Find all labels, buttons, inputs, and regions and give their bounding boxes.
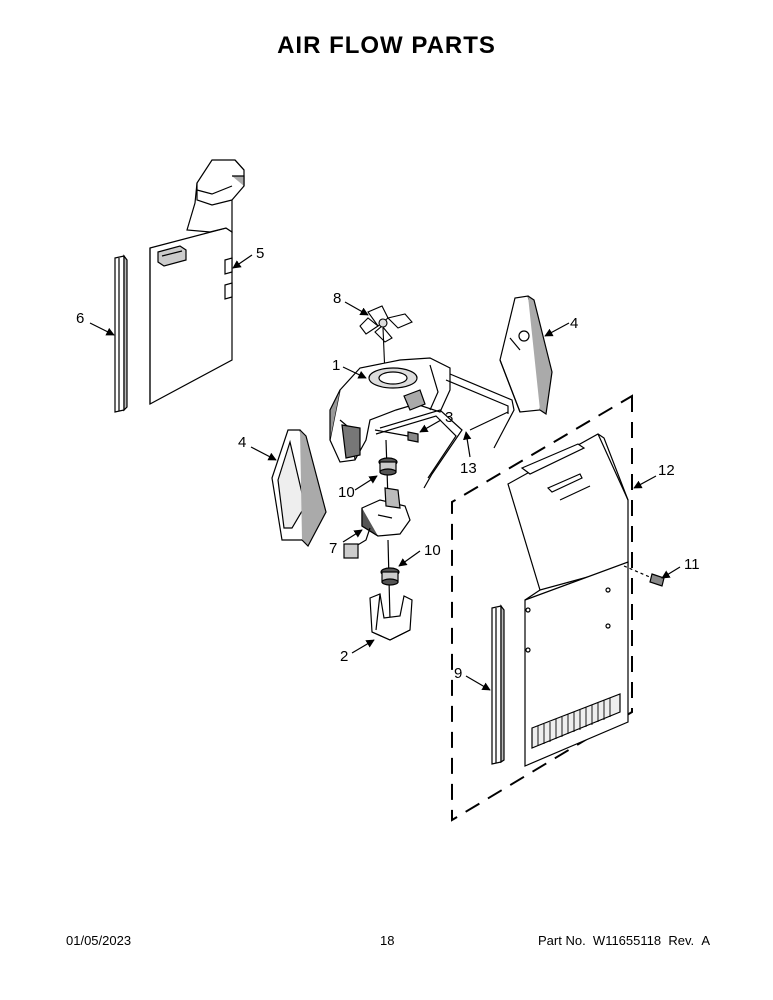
callout-8: 8 [333, 290, 341, 307]
part-12-dashed-frame [451, 394, 633, 822]
rev-label: Rev. [668, 933, 695, 948]
footer-date: 01/05/2023 [66, 933, 132, 948]
part-number: W11655118 [592, 933, 662, 948]
part-13-wire-bracket [375, 373, 515, 489]
callout-4-left: 4 [238, 434, 246, 451]
part-2-motor-bracket [369, 593, 413, 641]
callout-7: 7 [329, 540, 337, 557]
callout-9: 9 [454, 665, 462, 682]
callout-12: 12 [658, 462, 675, 479]
part-10-grommet-upper [378, 439, 398, 501]
callout-11: 11 [684, 556, 700, 573]
callout-6: 6 [76, 310, 84, 327]
part-9-gasket-strip [491, 604, 505, 765]
callout-4-right: 4 [570, 315, 578, 332]
callout-leaders [89, 254, 681, 691]
part-5-duct-panel [149, 159, 245, 406]
callout-10-upper: 10 [338, 484, 355, 501]
callout-10-lower: 10 [424, 542, 441, 559]
footer-page-number: 18 [380, 933, 395, 948]
page-title: AIR FLOW PARTS [277, 32, 496, 59]
footer-part-info: Part No. W11655118 Rev. A [538, 933, 710, 948]
part-label: Part No. [538, 933, 586, 948]
part-7-fan-motor [343, 487, 411, 559]
callout-5: 5 [256, 245, 264, 262]
callout-1: 1 [332, 357, 340, 374]
part-3-screw [374, 429, 419, 443]
callout-13: 13 [460, 460, 477, 477]
callout-3: 3 [445, 409, 453, 426]
part-1-fan-housing [329, 357, 451, 463]
part-6-gasket-strip [114, 254, 128, 413]
part-8-fan-blade [359, 305, 413, 376]
part-4-baffle-left [271, 429, 327, 547]
callout-2: 2 [340, 648, 348, 665]
part-12-evaporator-cover [507, 433, 629, 767]
rev-value: A [701, 933, 711, 948]
part-11-screw [623, 565, 665, 587]
part-10-grommet-lower [380, 539, 400, 621]
part-4-baffle-right [499, 295, 553, 416]
